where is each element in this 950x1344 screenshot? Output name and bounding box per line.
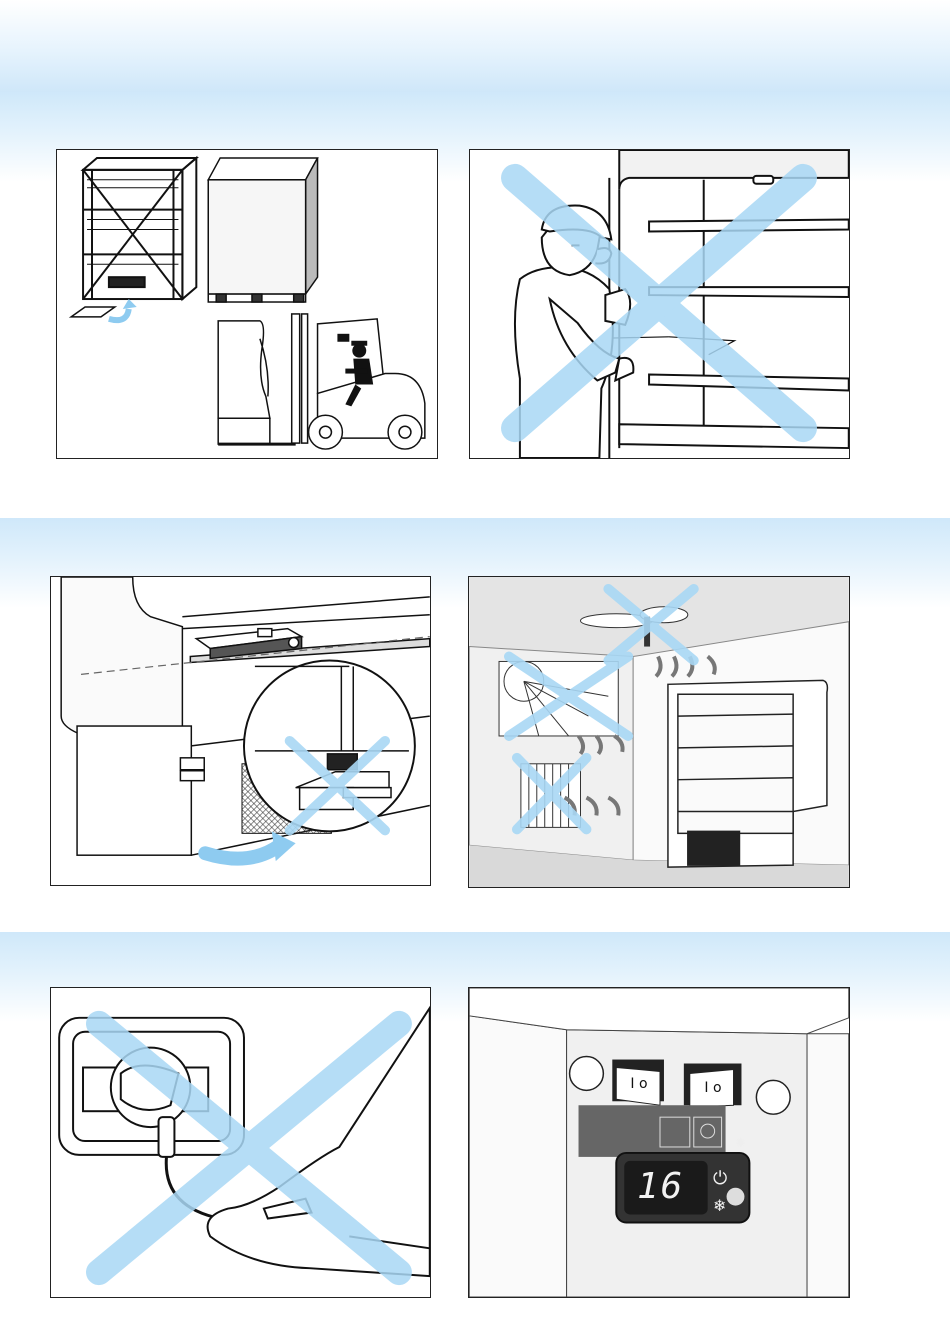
illustration-do-not-lift-by-shelf <box>469 149 850 459</box>
header-band <box>0 0 950 92</box>
switch-left-label[interactable]: I o <box>619 1076 659 1092</box>
lift-shelf-drawing <box>470 150 849 458</box>
room-drawing <box>469 577 849 887</box>
levelling-drawing <box>51 577 430 885</box>
control-panel-drawing <box>469 988 849 1297</box>
illustration-unpacking-forklift <box>56 149 438 459</box>
snowflake-icon[interactable]: ❄ <box>713 1196 726 1215</box>
illustration-control-panel: I o I o 16 ⏻ ❄ ✺ <box>468 987 850 1298</box>
plug-drawing <box>51 988 430 1297</box>
unpacking-forklift-drawing <box>57 150 437 458</box>
light-bulb-icon: ✺ <box>735 1136 746 1151</box>
power-icon[interactable]: ⏻ <box>713 1168 727 1189</box>
temperature-display: 16 <box>637 1166 684 1207</box>
illustration-do-not-pull-cable <box>50 987 431 1298</box>
illustration-levelling <box>50 576 431 886</box>
illustration-installation-location <box>468 576 850 888</box>
switch-right-label[interactable]: I o <box>693 1080 733 1096</box>
